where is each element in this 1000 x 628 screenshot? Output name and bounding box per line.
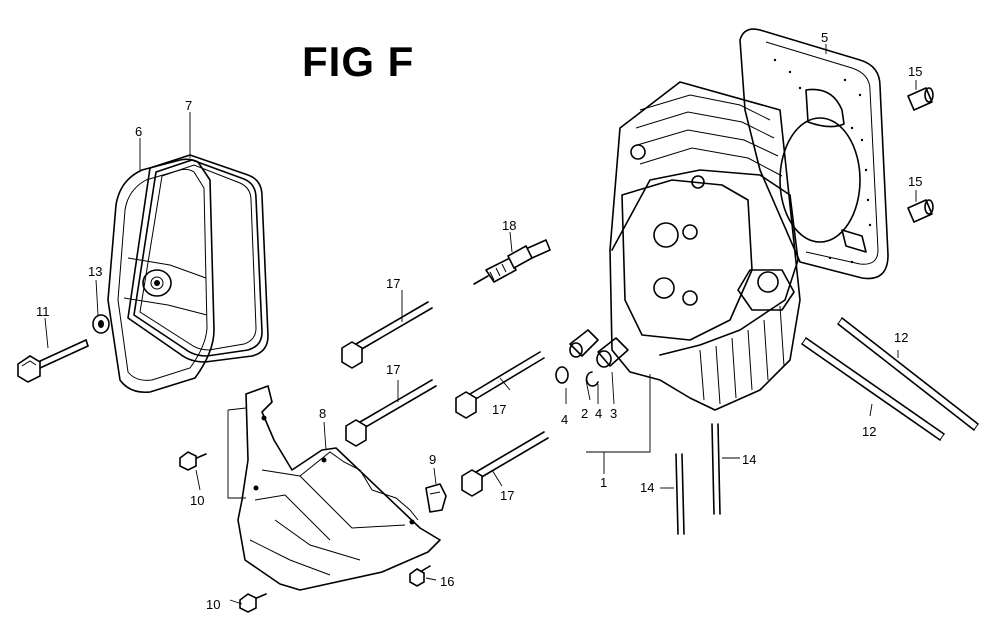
- callout-12-upper: 12: [894, 330, 908, 345]
- figure-title: FIG F: [302, 38, 415, 85]
- head-cover-gasket: [127, 154, 269, 363]
- callout-16: 16: [440, 574, 454, 589]
- callout-8: 8: [319, 406, 326, 421]
- callout-9: 9: [429, 452, 436, 467]
- callout-2: 2: [581, 406, 588, 421]
- bolt-17-c: [455, 351, 545, 419]
- callout-14-right: 14: [742, 452, 756, 467]
- callout-14-left: 14: [640, 480, 654, 495]
- callout-10-lower: 10: [206, 597, 220, 612]
- dowel-pin-upper: [907, 87, 934, 111]
- air-guide-plate: [237, 385, 441, 591]
- dowel-pin-lower: [907, 199, 934, 223]
- callout-13: 13: [88, 264, 102, 279]
- spark-plug: [473, 239, 551, 285]
- callout-18: 18: [502, 218, 516, 233]
- clip-9: [425, 483, 447, 513]
- callout-11: 11: [36, 304, 50, 319]
- callout-3: 3: [610, 406, 617, 421]
- bolt-11: [17, 339, 89, 383]
- callout-15-upper: 15: [908, 64, 922, 79]
- bolt-17-a: [341, 301, 433, 369]
- callout-1: 1: [600, 475, 607, 490]
- callout-4-left: 4: [561, 412, 568, 427]
- callout-6: 6: [135, 124, 142, 139]
- stud-12-lower: [801, 337, 945, 441]
- callout-5: 5: [821, 30, 828, 45]
- clip-4-right: [585, 371, 599, 387]
- stud-14-left: [675, 453, 685, 535]
- callout-4-right: 4: [595, 406, 602, 421]
- stud-12-upper: [837, 317, 979, 431]
- callout-labels: 1 2 3 4 4 5 6 7 8 9 10 10 11 12 12 13 14…: [36, 30, 922, 612]
- washer-13: [92, 314, 110, 334]
- bolt-16: [409, 565, 431, 587]
- callout-17-d: 17: [500, 488, 514, 503]
- callout-12-lower: 12: [862, 424, 876, 439]
- head-gasket: [739, 28, 889, 280]
- clip-4-left: [555, 366, 569, 384]
- callout-17-b: 17: [386, 362, 400, 377]
- callout-7: 7: [185, 98, 192, 113]
- valve-seal-2: [569, 329, 599, 358]
- bolt-17-d: [461, 431, 549, 497]
- bolt-10-lower: [239, 593, 267, 613]
- callout-17-a: 17: [386, 276, 400, 291]
- cylinder-head: [609, 81, 801, 411]
- callout-17-c: 17: [492, 402, 506, 417]
- head-cover: [107, 158, 215, 394]
- leader-lines: [44, 44, 917, 605]
- callout-10-upper: 10: [190, 493, 204, 508]
- stud-14-right: [711, 423, 721, 515]
- callout-15-lower: 15: [908, 174, 922, 189]
- bolt-10-upper: [179, 451, 207, 471]
- bolt-17-b: [345, 379, 437, 447]
- valve-seal-3: [596, 337, 629, 368]
